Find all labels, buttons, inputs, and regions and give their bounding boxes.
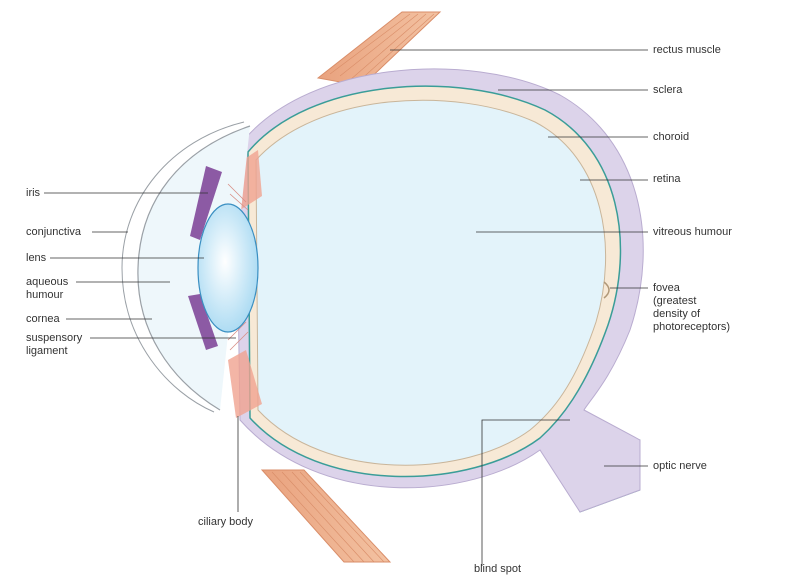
label-iris: iris bbox=[26, 187, 41, 199]
suspensory-ligament bbox=[227, 183, 249, 351]
fovea-notch bbox=[603, 281, 610, 299]
leader-lines bbox=[44, 49, 648, 566]
label-aqueous-humour: aqueous humour bbox=[26, 276, 69, 301]
label-fovea: fovea (greatest density of photoreceptor… bbox=[653, 282, 731, 333]
label-cornea: cornea bbox=[26, 313, 60, 325]
iris-top bbox=[190, 166, 222, 240]
label-choroid: choroid bbox=[653, 131, 690, 143]
lens bbox=[197, 203, 259, 333]
muscle-fibres-top bbox=[329, 13, 435, 83]
ciliary-body-bottom bbox=[228, 350, 262, 418]
label-sclera: sclera bbox=[653, 84, 683, 96]
label-retina: retina bbox=[653, 173, 681, 185]
label-suspensory-ligament: suspensory ligament bbox=[26, 332, 83, 357]
muscle-fibres-bottom bbox=[271, 471, 385, 563]
cornea bbox=[137, 125, 251, 411]
conjunctiva bbox=[121, 121, 245, 413]
label-rectus-muscle: rectus muscle bbox=[653, 44, 721, 56]
label-ciliary-body: ciliary body bbox=[198, 516, 254, 528]
label-vitreous-humour: vitreous humour bbox=[653, 226, 732, 238]
label-blind-spot: blind spot bbox=[474, 563, 522, 575]
iris-bottom bbox=[188, 294, 218, 350]
label-optic-nerve: optic nerve bbox=[653, 460, 707, 472]
rectus-muscle-bottom bbox=[260, 469, 392, 563]
vitreous-humour bbox=[255, 99, 606, 466]
label-lens: lens bbox=[26, 252, 47, 264]
label-conjunctiva: conjunctiva bbox=[26, 226, 82, 238]
